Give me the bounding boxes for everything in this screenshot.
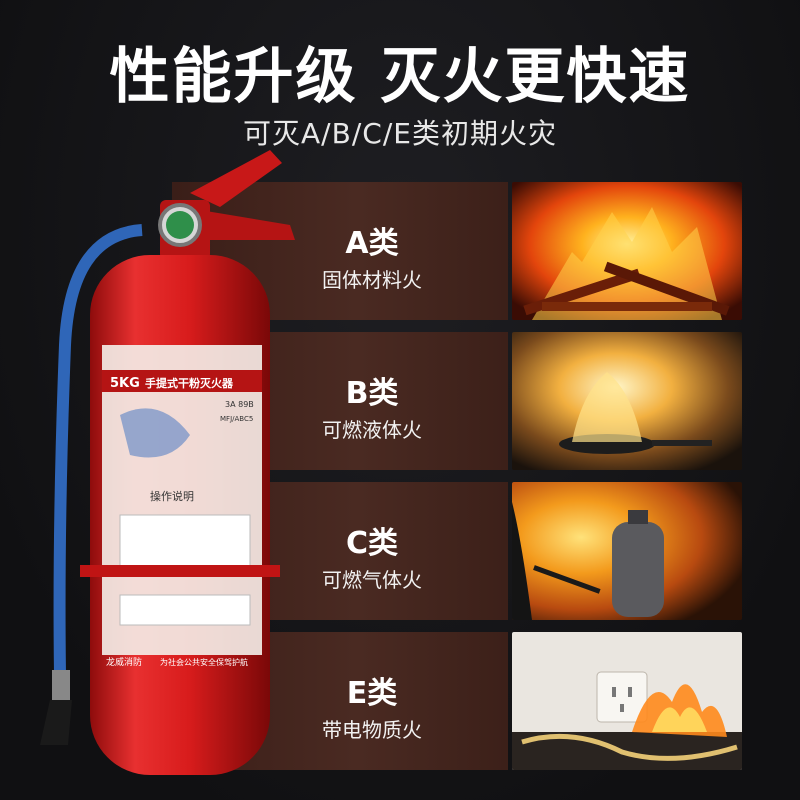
- weight-text: 5KG: [110, 376, 140, 391]
- model-text: MFJ/ABC5: [220, 415, 253, 423]
- headline: 性能升级 灭火更快速: [109, 42, 691, 112]
- fire-class-description: 带电物质火: [322, 718, 422, 742]
- fire-class-row-b: B类 可燃液体火: [172, 332, 742, 470]
- subline: 可灭A/B/C/E类初期火灾: [243, 117, 557, 150]
- fire-class-label: C类: [345, 526, 399, 561]
- fire-class-description: 可燃液体火: [322, 418, 422, 442]
- fire-class-description: 可燃气体火: [322, 568, 422, 592]
- brand-text: 龙威消防: [106, 656, 142, 668]
- hose: [53, 224, 143, 676]
- nozzle: [40, 700, 72, 745]
- fire-class-label: E类: [346, 676, 398, 711]
- hose-fitting: [52, 670, 70, 700]
- handle-grip: [200, 210, 295, 240]
- product-name-text: 手提式干粉灭火器: [145, 376, 234, 390]
- fire-class-label: A类: [345, 226, 399, 261]
- mounting-bracket: [80, 565, 280, 577]
- fire-class-description: 固体材料火: [322, 268, 422, 292]
- wood-fire-photo: [512, 182, 742, 320]
- handle-lever: [190, 150, 282, 207]
- instructions-title: 操作说明: [150, 489, 194, 503]
- gas-cylinder-fire-photo: [512, 482, 742, 620]
- rating-text: 3A 89B: [225, 400, 254, 409]
- fire-class-label: B类: [345, 376, 399, 411]
- fire-extinguisher: 5KG 手提式干粉灭火器 3A 89B MFJ/ABC5 操作说明 龙威消防 为…: [40, 150, 295, 775]
- dragon-graphic: [120, 408, 190, 458]
- pan-fire-photo: [512, 332, 742, 470]
- electrical-socket-fire-photo: [512, 632, 742, 770]
- fire-class-row-a: A类 固体材料火: [172, 182, 742, 320]
- slogan-text: 为社会公共安全保驾护航: [160, 657, 248, 667]
